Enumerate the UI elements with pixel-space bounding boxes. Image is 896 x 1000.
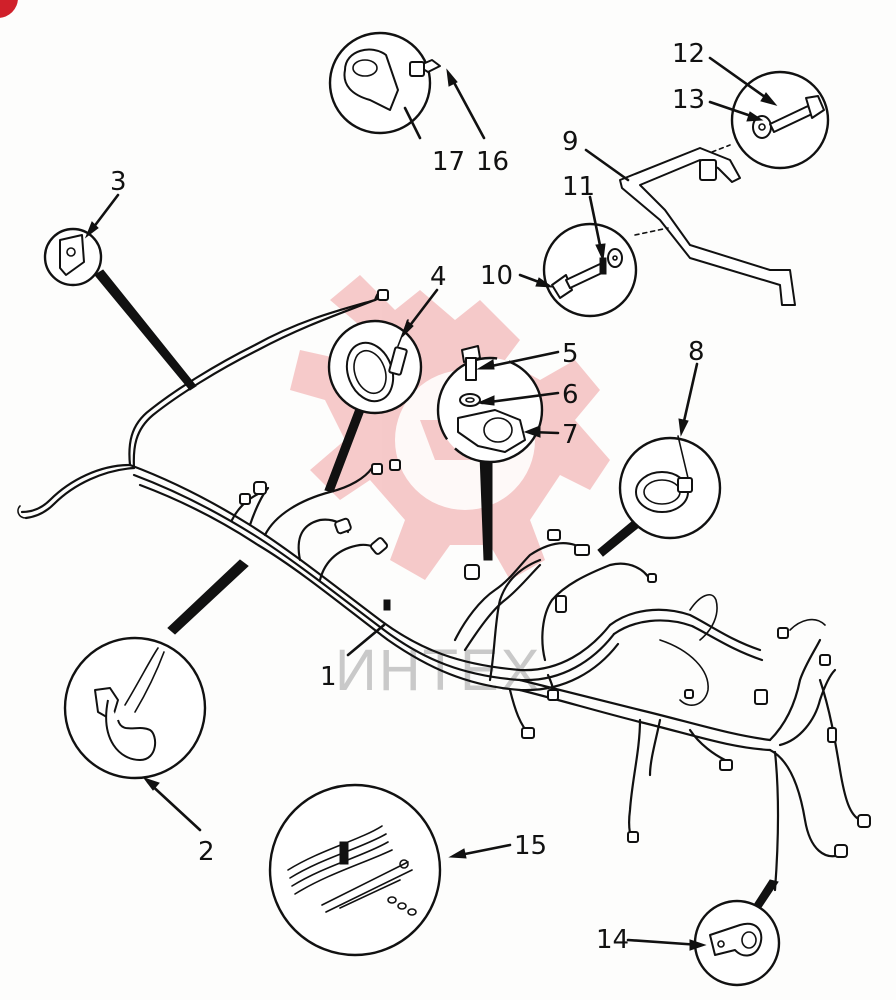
callout-14: 14 (596, 925, 629, 955)
detail-circle-4 (324, 319, 423, 493)
detail-circle-5-6-7 (436, 345, 544, 561)
callout-15: 15 (514, 831, 547, 861)
callout-12: 12 (672, 39, 705, 69)
detail-circle-12-13 (730, 70, 830, 170)
callout-2: 2 (198, 837, 215, 867)
main-wire-harness (17, 290, 862, 892)
callout-1: 1 (320, 662, 337, 692)
callout-13: 13 (672, 85, 705, 115)
leader-lines (84, 56, 778, 951)
detail-circle-2 (63, 559, 249, 780)
detail-circle-8 (597, 435, 722, 557)
callout-8: 8 (688, 337, 705, 367)
corner-badge (0, 0, 18, 18)
callout-9: 9 (562, 127, 579, 157)
callout-7: 7 (562, 420, 579, 450)
detail-circle-15 (268, 783, 442, 957)
callout-5: 5 (562, 339, 579, 369)
callout-labels: 1 2 3 4 5 6 7 8 9 10 11 12 13 14 15 16 1… (110, 39, 705, 955)
callout-6: 6 (562, 380, 579, 410)
callout-3: 3 (110, 167, 127, 197)
detail-circle-14 (693, 879, 781, 987)
callout-10: 10 (480, 261, 513, 291)
callout-17: 17 (432, 147, 465, 177)
bracket-part-9 (619, 144, 796, 306)
callout-11: 11 (562, 172, 595, 202)
detail-circle-10-11 (542, 222, 638, 318)
detail-circle-3 (43, 227, 197, 391)
wire-connectors (239, 289, 871, 858)
watermark-text: ИНТЕХ (335, 638, 541, 703)
detail-circle-16-17 (328, 31, 441, 135)
callout-4: 4 (430, 262, 447, 292)
callout-16: 16 (476, 147, 509, 177)
